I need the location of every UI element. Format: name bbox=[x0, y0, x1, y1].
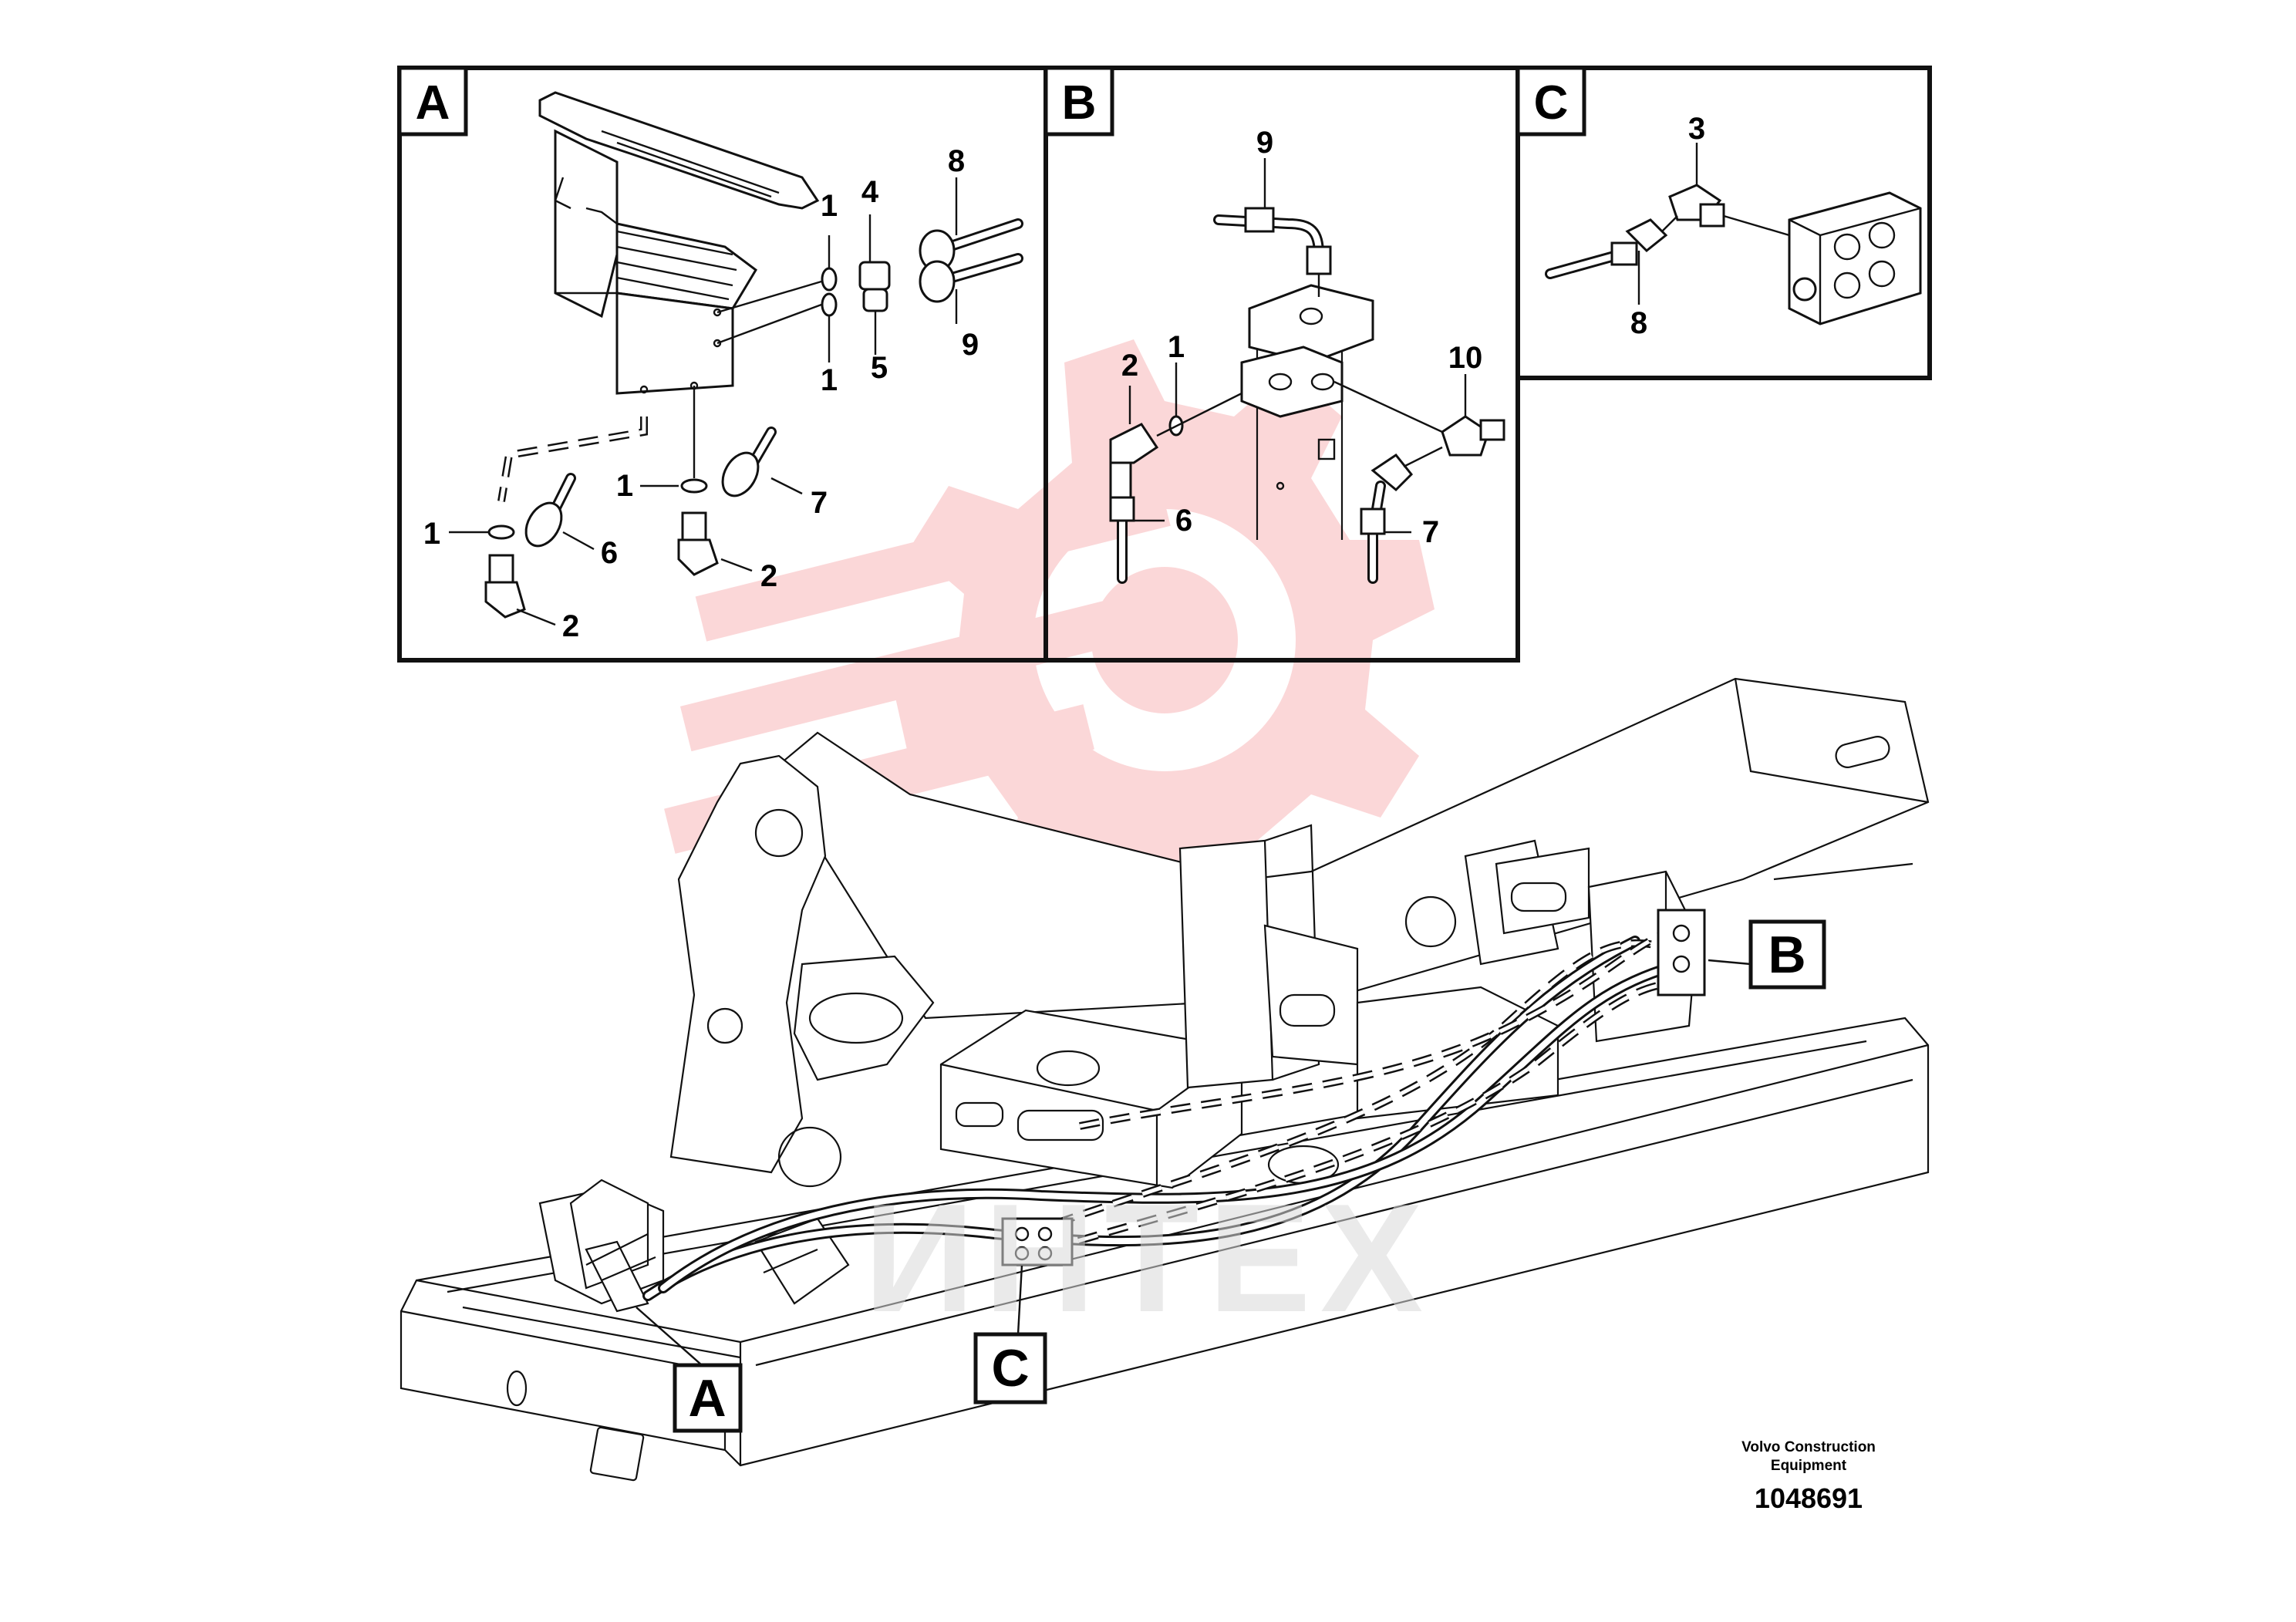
watermark-logo bbox=[664, 339, 1435, 933]
panel-a-label-10: 6 bbox=[601, 536, 618, 570]
panel-c-label-1: 3 bbox=[1688, 112, 1705, 146]
callout-c-leader bbox=[1017, 1264, 1023, 1335]
panel-a-label-7: 1 bbox=[616, 469, 633, 503]
footer-credit: Volvo Construction Equipment 1048691 bbox=[1741, 1439, 1876, 1514]
callout-c-letter: C bbox=[991, 1339, 1029, 1398]
panel-a-label-3: 8 bbox=[948, 144, 965, 178]
panel-c-label-2: 8 bbox=[1630, 306, 1647, 340]
panel-b-letter: B bbox=[1062, 76, 1097, 130]
panel-a-letter: A bbox=[416, 76, 450, 130]
callout-b-leader bbox=[1708, 959, 1752, 966]
panel-a-label-1: 1 bbox=[821, 189, 838, 223]
panel-b-label-2: 2 bbox=[1121, 349, 1138, 383]
panel-a-label-9: 1 bbox=[423, 517, 440, 551]
brand-line-2: Equipment bbox=[1771, 1458, 1847, 1474]
panel-a-label-4: 1 bbox=[821, 363, 838, 397]
panel-b: B bbox=[1043, 66, 1505, 584]
callout-a-leader bbox=[636, 1307, 703, 1366]
callout-a-letter: A bbox=[688, 1369, 726, 1428]
document-id: 1048691 bbox=[1755, 1482, 1863, 1514]
panel-a-label-6: 9 bbox=[962, 328, 979, 362]
brand-line-1: Volvo Construction bbox=[1741, 1439, 1876, 1455]
main-assembly bbox=[400, 677, 1930, 1482]
panel-b-label-4: 10 bbox=[1448, 341, 1483, 375]
panel-c: C 3 8 bbox=[1515, 66, 1922, 340]
panel-a-label-5: 5 bbox=[871, 351, 888, 385]
panel-b-label-3: 1 bbox=[1168, 330, 1185, 364]
panel-b-label-6: 7 bbox=[1422, 515, 1439, 549]
panel-a: A bbox=[397, 66, 1023, 643]
panel-a-label-12: 2 bbox=[562, 609, 579, 643]
callout-b-letter: B bbox=[1768, 926, 1805, 984]
panel-b-label-5: 6 bbox=[1175, 504, 1192, 538]
panel-a-label-2: 4 bbox=[861, 175, 879, 209]
callout-b: B bbox=[1748, 919, 1826, 990]
watermark-text: ИНТЕХ bbox=[864, 1172, 1432, 1344]
panel-a-label-8: 7 bbox=[811, 486, 828, 520]
panel-b-label-1: 9 bbox=[1256, 126, 1273, 160]
panel-c-letter: C bbox=[1534, 76, 1569, 130]
panel-a-label-11: 2 bbox=[760, 559, 777, 593]
callout-c: C bbox=[973, 1332, 1047, 1404]
callout-a: A bbox=[673, 1363, 743, 1433]
detail-panels bbox=[397, 66, 1932, 663]
